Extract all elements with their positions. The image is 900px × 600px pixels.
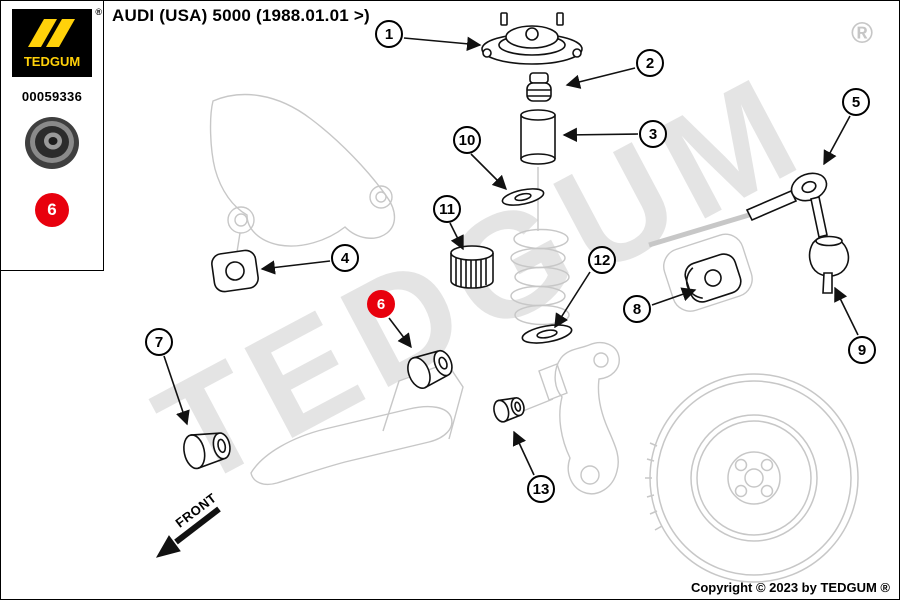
tedgum-logo-graphic: TEDGUM [12, 9, 92, 77]
coil-spring-sketch [510, 167, 570, 326]
subframe-mount-sketch [663, 233, 753, 312]
callout-3: 3 [639, 120, 667, 148]
callout-4: 4 [331, 244, 359, 272]
callout-1: 1 [375, 20, 403, 48]
bump-stop-drawing [526, 72, 552, 102]
wheel-sketch [645, 373, 859, 583]
callout-11: 11 [433, 195, 461, 223]
callout-9: 9 [848, 336, 876, 364]
front-arrow [155, 506, 221, 558]
legend-highlight-circle: 6 [35, 193, 69, 227]
washer-drawing-12 [521, 324, 573, 344]
bearing-drawing-11 [450, 245, 494, 289]
sketch-layer [209, 93, 859, 583]
copyright-notice: Copyright © 2023 by TEDGUM ® [690, 580, 890, 595]
callout-12: 12 [588, 246, 616, 274]
callout-10: 10 [453, 126, 481, 154]
watermark-registered-mark: ® [851, 17, 874, 50]
callout-8: 8 [623, 295, 651, 323]
callout-13: 13 [527, 475, 555, 503]
parts-layer [183, 12, 850, 470]
tedgum-logo: TEDGUM ® [12, 7, 102, 82]
callout-2: 2 [636, 49, 664, 77]
bushing-drawing-6 [407, 349, 453, 389]
lower-control-arm-sketch [250, 362, 464, 486]
washer-drawing-10 [501, 188, 545, 206]
bushing-drawing-13 [493, 397, 525, 423]
tie-rod-end-drawing [745, 172, 828, 238]
knuckle-sketch [522, 341, 620, 495]
logo-registered-mark: ® [95, 7, 102, 17]
tie-rod-shaft-sketch [648, 198, 828, 248]
callout-7: 7 [145, 328, 173, 356]
leader-lines [163, 36, 859, 476]
dust-cover-drawing [520, 109, 556, 165]
part-number: 00059336 [21, 89, 83, 104]
strut-mount-drawing [481, 12, 583, 65]
bushing-drawing-4 [211, 249, 259, 293]
upper-control-arm-sketch [209, 93, 396, 253]
page-title: AUDI (USA) 5000 (1988.01.01 >) [112, 6, 370, 25]
bushing-drawing-8 [684, 253, 742, 303]
part-thumbnail-image [20, 112, 84, 179]
ball-joint-drawing [808, 235, 850, 294]
legend-box: TEDGUM ® 00059336 6 [1, 1, 104, 271]
callout-5: 5 [842, 88, 870, 116]
bushing-drawing-7 [183, 432, 231, 470]
callout-6-highlighted: 6 [367, 290, 395, 318]
svg-text:TEDGUM: TEDGUM [24, 54, 80, 69]
